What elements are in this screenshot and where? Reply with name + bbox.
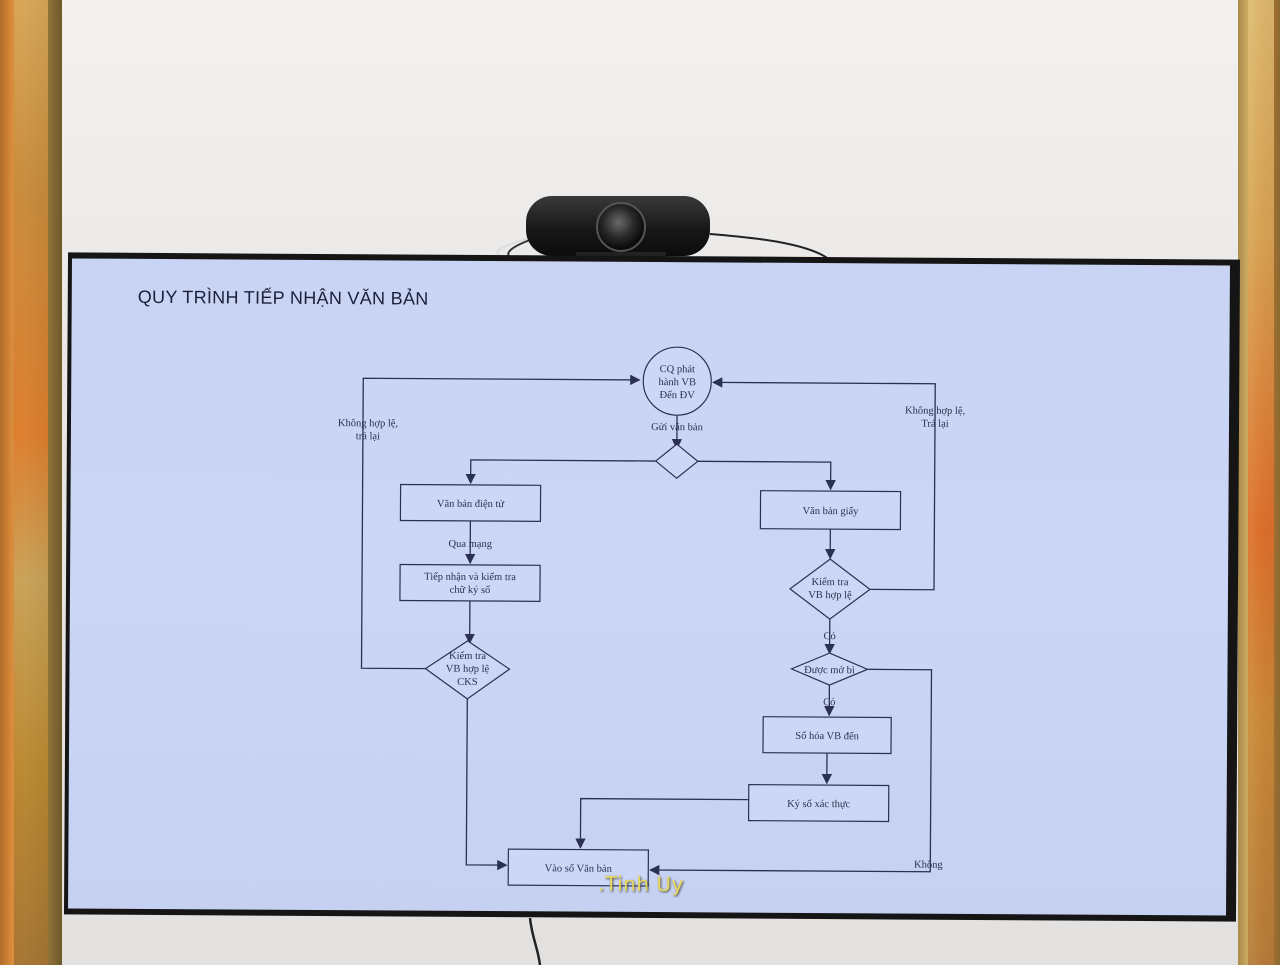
node-digitize — [762, 716, 892, 755]
node-cks-line3: CKS — [457, 677, 478, 688]
right-decorative-pillar — [1238, 0, 1280, 965]
edge-cks-invalid-loop — [360, 374, 641, 670]
label-invalid-right-2: Trả lại — [921, 419, 948, 430]
label-invalid-left-1: Không hợp lệ, — [338, 418, 398, 429]
edge-secret-no-to-register — [648, 668, 933, 876]
node-start-line1: CQ phát — [660, 364, 695, 375]
node-valid-line2: VB hợp lệ — [808, 590, 852, 601]
node-electronic-label: Văn bản điện tử — [437, 499, 505, 510]
label-no: Không — [914, 860, 943, 871]
node-electronic — [399, 483, 542, 522]
flowchart: CQ phát hành VB Đến ĐV Gửi văn bản Văn b… — [338, 346, 965, 887]
node-check-valid — [788, 558, 871, 620]
tv-screen: QUY TRÌNH TIẾP NHẬN VĂN BẢN CQ phát hành… — [68, 258, 1230, 916]
node-paper — [759, 490, 902, 531]
node-paper-label: Văn bản giấy — [802, 506, 859, 517]
node-register — [507, 848, 649, 887]
node-cks-line2: VB hợp lệ — [446, 664, 490, 675]
edge-sign-to-register — [575, 797, 749, 849]
node-check-cks — [424, 640, 511, 700]
edge-split-left — [465, 459, 656, 485]
node-secret-label: Được mở bì — [804, 665, 855, 676]
node-secret — [789, 652, 870, 686]
label-invalid-right-1: Không hợp lệ, — [905, 406, 965, 417]
label-invalid-left-2: trả lại — [356, 431, 380, 442]
tv-cable — [528, 918, 542, 965]
node-start-line2: hành VB — [658, 377, 696, 388]
node-start — [642, 346, 712, 416]
node-sign-label: Ký số xác thực — [787, 799, 851, 810]
node-cks-line1: Kiểm tra — [449, 651, 486, 662]
node-register-label: Vào sổ Văn bản — [545, 863, 613, 874]
label-yes-2: Có — [823, 697, 835, 708]
webcam-lens — [596, 202, 646, 252]
label-send: Gửi văn bản — [651, 422, 704, 433]
node-digitize-label: Số hóa VB đến — [795, 731, 859, 742]
node-start-line3: Đến ĐV — [659, 390, 695, 401]
node-receive-line2: chữ ký số — [450, 585, 492, 596]
left-decorative-pillar — [0, 0, 62, 965]
edge-check-invalid-loop — [711, 377, 936, 591]
node-valid-line1: Kiểm tra — [811, 577, 848, 588]
edge-cks-to-register — [465, 698, 508, 871]
watermark-text: .Tinh Uy — [598, 871, 684, 897]
label-via-network: Qua mạng — [448, 539, 492, 550]
node-receive-line1: Tiếp nhận và kiểm tra — [424, 572, 516, 584]
node-split — [654, 443, 699, 479]
node-receive-check — [399, 563, 541, 602]
edge-split-right — [697, 460, 836, 491]
label-yes-1: Có — [824, 631, 836, 642]
node-sign — [747, 784, 890, 823]
